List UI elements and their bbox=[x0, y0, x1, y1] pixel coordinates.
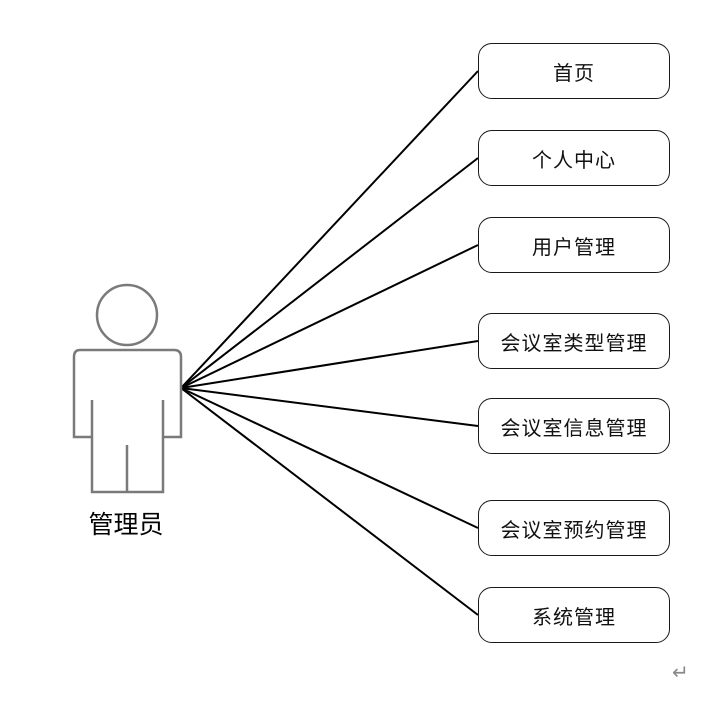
use-case-label: 会议室信息管理 bbox=[500, 415, 648, 440]
use-case-label: 首页 bbox=[553, 60, 595, 85]
use-case-room-info-management: 会议室信息管理 bbox=[478, 398, 670, 454]
use-case-user-management: 用户管理 bbox=[478, 217, 670, 273]
use-case-label: 会议室预约管理 bbox=[500, 517, 648, 542]
use-case-room-type-management: 会议室类型管理 bbox=[478, 313, 670, 369]
person-icon bbox=[72, 283, 183, 494]
use-case-room-booking-management: 会议室预约管理 bbox=[478, 500, 670, 556]
use-case-label: 用户管理 bbox=[532, 234, 616, 259]
association-line-2 bbox=[180, 157, 479, 389]
use-case-personal-center: 个人中心 bbox=[478, 130, 670, 186]
association-line-6 bbox=[180, 387, 479, 529]
association-line-4 bbox=[180, 340, 479, 389]
use-case-label: 系统管理 bbox=[532, 604, 616, 629]
actor-label: 管理员 bbox=[88, 510, 164, 539]
association-line-5 bbox=[180, 387, 479, 427]
use-case-system-management: 系统管理 bbox=[478, 587, 670, 643]
use-case-home: 首页 bbox=[478, 43, 670, 99]
paragraph-return-icon: ↵ bbox=[672, 660, 689, 684]
association-line-7 bbox=[180, 387, 479, 616]
association-lines bbox=[180, 70, 479, 616]
use-case-label: 会议室类型管理 bbox=[500, 330, 648, 355]
association-line-1 bbox=[180, 70, 479, 389]
use-case-label: 个人中心 bbox=[532, 147, 616, 172]
association-line-3 bbox=[180, 244, 479, 389]
